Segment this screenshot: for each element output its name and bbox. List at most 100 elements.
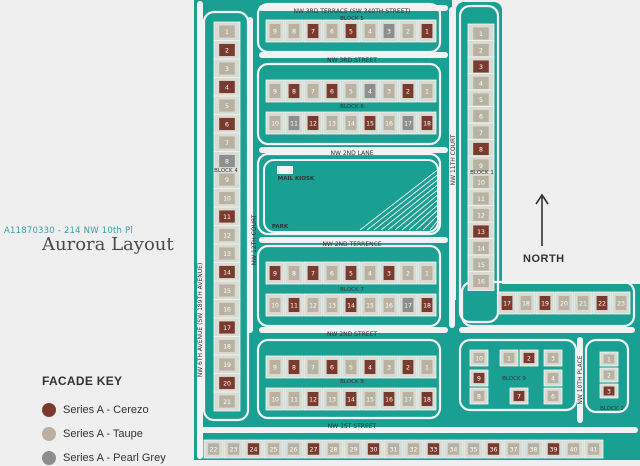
north-label: NORTH xyxy=(523,253,565,265)
park-hatch-line xyxy=(422,212,441,231)
lot-block-9-9: 9 xyxy=(469,369,489,387)
lot-facade xyxy=(207,443,220,455)
lot-number: 16 xyxy=(223,306,231,313)
lot-block-6-5: 5 xyxy=(341,79,361,103)
lot-block-8-9: 9 xyxy=(265,355,285,379)
lot-block-8-18: 18 xyxy=(417,387,437,411)
block-6-frame xyxy=(256,62,442,146)
lot-block-1-9: 9 xyxy=(467,155,495,176)
lot-block-1-4: 4 xyxy=(467,73,495,93)
lot-facade xyxy=(473,159,489,172)
lot-number: 7 xyxy=(311,88,315,95)
lot-facade xyxy=(227,443,240,455)
lot-number: 16 xyxy=(477,278,485,285)
lot-number: 15 xyxy=(477,262,485,269)
lot-facade xyxy=(219,302,235,316)
lot-block-8-14: 14 xyxy=(341,387,361,411)
lot-block-4-8: 8 xyxy=(213,151,241,171)
lot-block-7-8: 8 xyxy=(284,261,304,285)
lot-number: 15 xyxy=(366,120,374,127)
lot-number: 23 xyxy=(617,300,625,307)
lot-block-4-4: 4 xyxy=(213,77,241,97)
lot-block-4-2: 2 xyxy=(213,40,241,60)
lot-number: 17 xyxy=(404,120,412,127)
lot-block-1-13: 13 xyxy=(467,221,495,242)
lot-facade xyxy=(326,297,338,313)
lot-facade xyxy=(402,115,414,131)
lot-facade xyxy=(603,386,615,396)
lot-number: 2 xyxy=(607,372,611,379)
lot-number: 6 xyxy=(225,121,229,128)
lot-number: 8 xyxy=(292,88,296,95)
lot-block-7-4: 4 xyxy=(360,261,380,285)
lot-number: 8 xyxy=(225,158,229,165)
lot-number: 8 xyxy=(477,393,481,400)
lot-block-4-21: 21 xyxy=(213,391,241,412)
lot-number: 37 xyxy=(510,446,518,453)
lot-number: 11 xyxy=(477,196,485,203)
mail-kiosk-shape xyxy=(277,166,293,174)
lot-bottom-25: 25 xyxy=(263,439,284,459)
lot-block-8-6: 6 xyxy=(322,355,342,379)
lot-number: 6 xyxy=(330,270,334,277)
lot-block-1-21: 21 xyxy=(573,291,593,315)
facade-key-item-cerezo: Series A - Cerezo xyxy=(42,402,149,418)
lot-facade xyxy=(567,443,580,455)
lot-block-4-10: 10 xyxy=(213,188,241,208)
lot-number: 8 xyxy=(292,28,296,35)
lot-facade xyxy=(347,443,360,455)
lot-block-4-20: 20 xyxy=(213,373,241,393)
lot-number: 16 xyxy=(385,396,393,403)
lot-facade xyxy=(219,395,235,408)
lot-bottom-34: 34 xyxy=(443,439,464,459)
lot-number: 3 xyxy=(225,66,229,73)
lot-number: 10 xyxy=(223,195,231,202)
street-label-second-lane: NW 2ND LANE xyxy=(330,150,373,157)
lot-number: 19 xyxy=(223,362,231,369)
lot-number: 24 xyxy=(250,446,258,453)
lot-number: 5 xyxy=(479,97,483,104)
lot-number: 12 xyxy=(309,120,317,127)
street-label-first: NW 1ST STREET xyxy=(328,423,377,430)
lot-facade xyxy=(269,115,281,131)
lot-number: 11 xyxy=(290,302,298,309)
lot-facade xyxy=(269,83,281,99)
lot-number: 10 xyxy=(475,355,483,362)
lot-block-4-14: 14 xyxy=(213,262,241,282)
lot-block-7-2: 2 xyxy=(398,261,418,285)
lot-number: 18 xyxy=(522,300,530,307)
block-label-7: BLOCK 7 xyxy=(340,287,364,293)
lot-number: 11 xyxy=(290,396,298,403)
lot-facade xyxy=(219,265,235,279)
lot-facade xyxy=(473,225,489,238)
lot-number: 17 xyxy=(503,300,511,307)
lot-bottom-36: 36 xyxy=(483,439,504,459)
street-label-second: NW 2ND STREET xyxy=(327,331,377,338)
lot-facade xyxy=(307,265,319,281)
lot-block-1-19: 19 xyxy=(535,291,555,315)
park-label: PARK xyxy=(272,224,289,230)
lot-facade xyxy=(219,117,235,131)
lot-block-6-15: 15 xyxy=(360,111,380,135)
lot-block-4-1: 1 xyxy=(213,21,241,42)
lot-facade xyxy=(345,359,357,375)
lot-number: 9 xyxy=(477,375,481,382)
lot-facade xyxy=(473,192,489,205)
lot-number: 15 xyxy=(366,396,374,403)
block-label-9: BLOCK 9 xyxy=(502,376,526,382)
lot-block-4-12: 12 xyxy=(213,225,241,245)
lot-block-7-1: 1 xyxy=(417,261,437,285)
lot-facade xyxy=(421,391,433,407)
lot-block-4-16: 16 xyxy=(213,299,241,319)
block-label-4: BLOCK 4 xyxy=(214,168,238,174)
lot-facade xyxy=(219,228,235,242)
lot-number: 22 xyxy=(210,446,218,453)
lot-number: 14 xyxy=(347,120,355,127)
lot-block-7-16: 16 xyxy=(379,293,399,317)
park-hatch-line xyxy=(429,217,441,231)
street-label-11th-court: NW 11TH COURT xyxy=(450,134,457,185)
lot-block-1-12: 12 xyxy=(467,205,495,225)
lot-facade xyxy=(288,391,300,407)
lot-number: 34 xyxy=(450,446,458,453)
lot-number: 18 xyxy=(223,343,231,350)
